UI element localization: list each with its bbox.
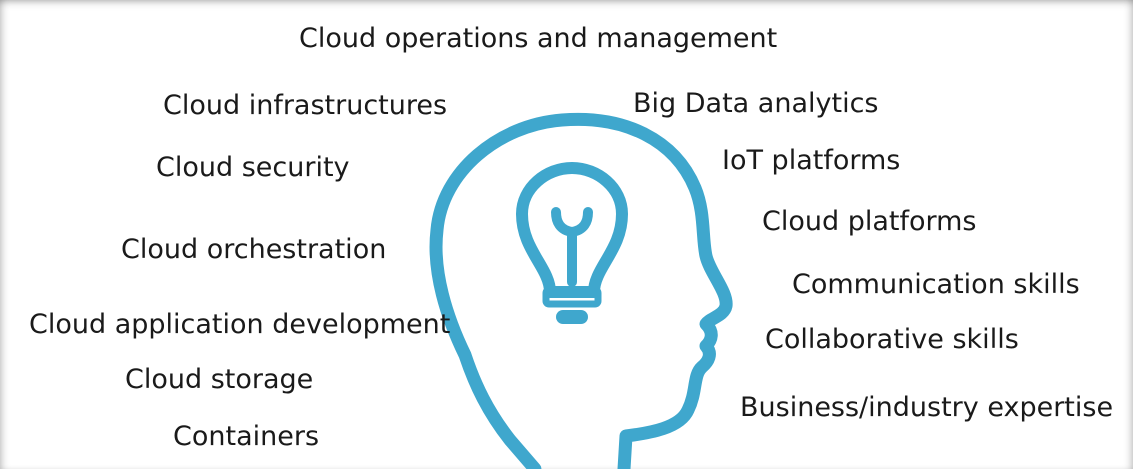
lightbulb-base-cap bbox=[556, 310, 588, 324]
label-cloud-operations-and-management: Cloud operations and management bbox=[299, 23, 778, 54]
head-outline bbox=[429, 112, 733, 469]
label-cloud-platforms: Cloud platforms bbox=[762, 206, 977, 237]
lightbulb-base-band bbox=[542, 286, 602, 308]
label-cloud-application-development: Cloud application development bbox=[29, 309, 451, 340]
label-iot-platforms: IoT platforms bbox=[722, 145, 901, 176]
label-cloud-storage: Cloud storage bbox=[125, 364, 314, 395]
label-business-industry-expertise: Business/industry expertise bbox=[740, 392, 1114, 423]
label-containers: Containers bbox=[173, 421, 320, 452]
lightbulb-filament bbox=[551, 207, 593, 287]
label-cloud-infrastructures: Cloud infrastructures bbox=[163, 90, 448, 121]
label-communication-skills: Communication skills bbox=[792, 269, 1080, 300]
lightbulb-glass bbox=[516, 162, 628, 298]
label-collaborative-skills: Collaborative skills bbox=[765, 324, 1019, 355]
label-big-data-analytics: Big Data analytics bbox=[633, 88, 879, 119]
label-cloud-security: Cloud security bbox=[156, 152, 350, 183]
label-cloud-orchestration: Cloud orchestration bbox=[121, 234, 387, 265]
